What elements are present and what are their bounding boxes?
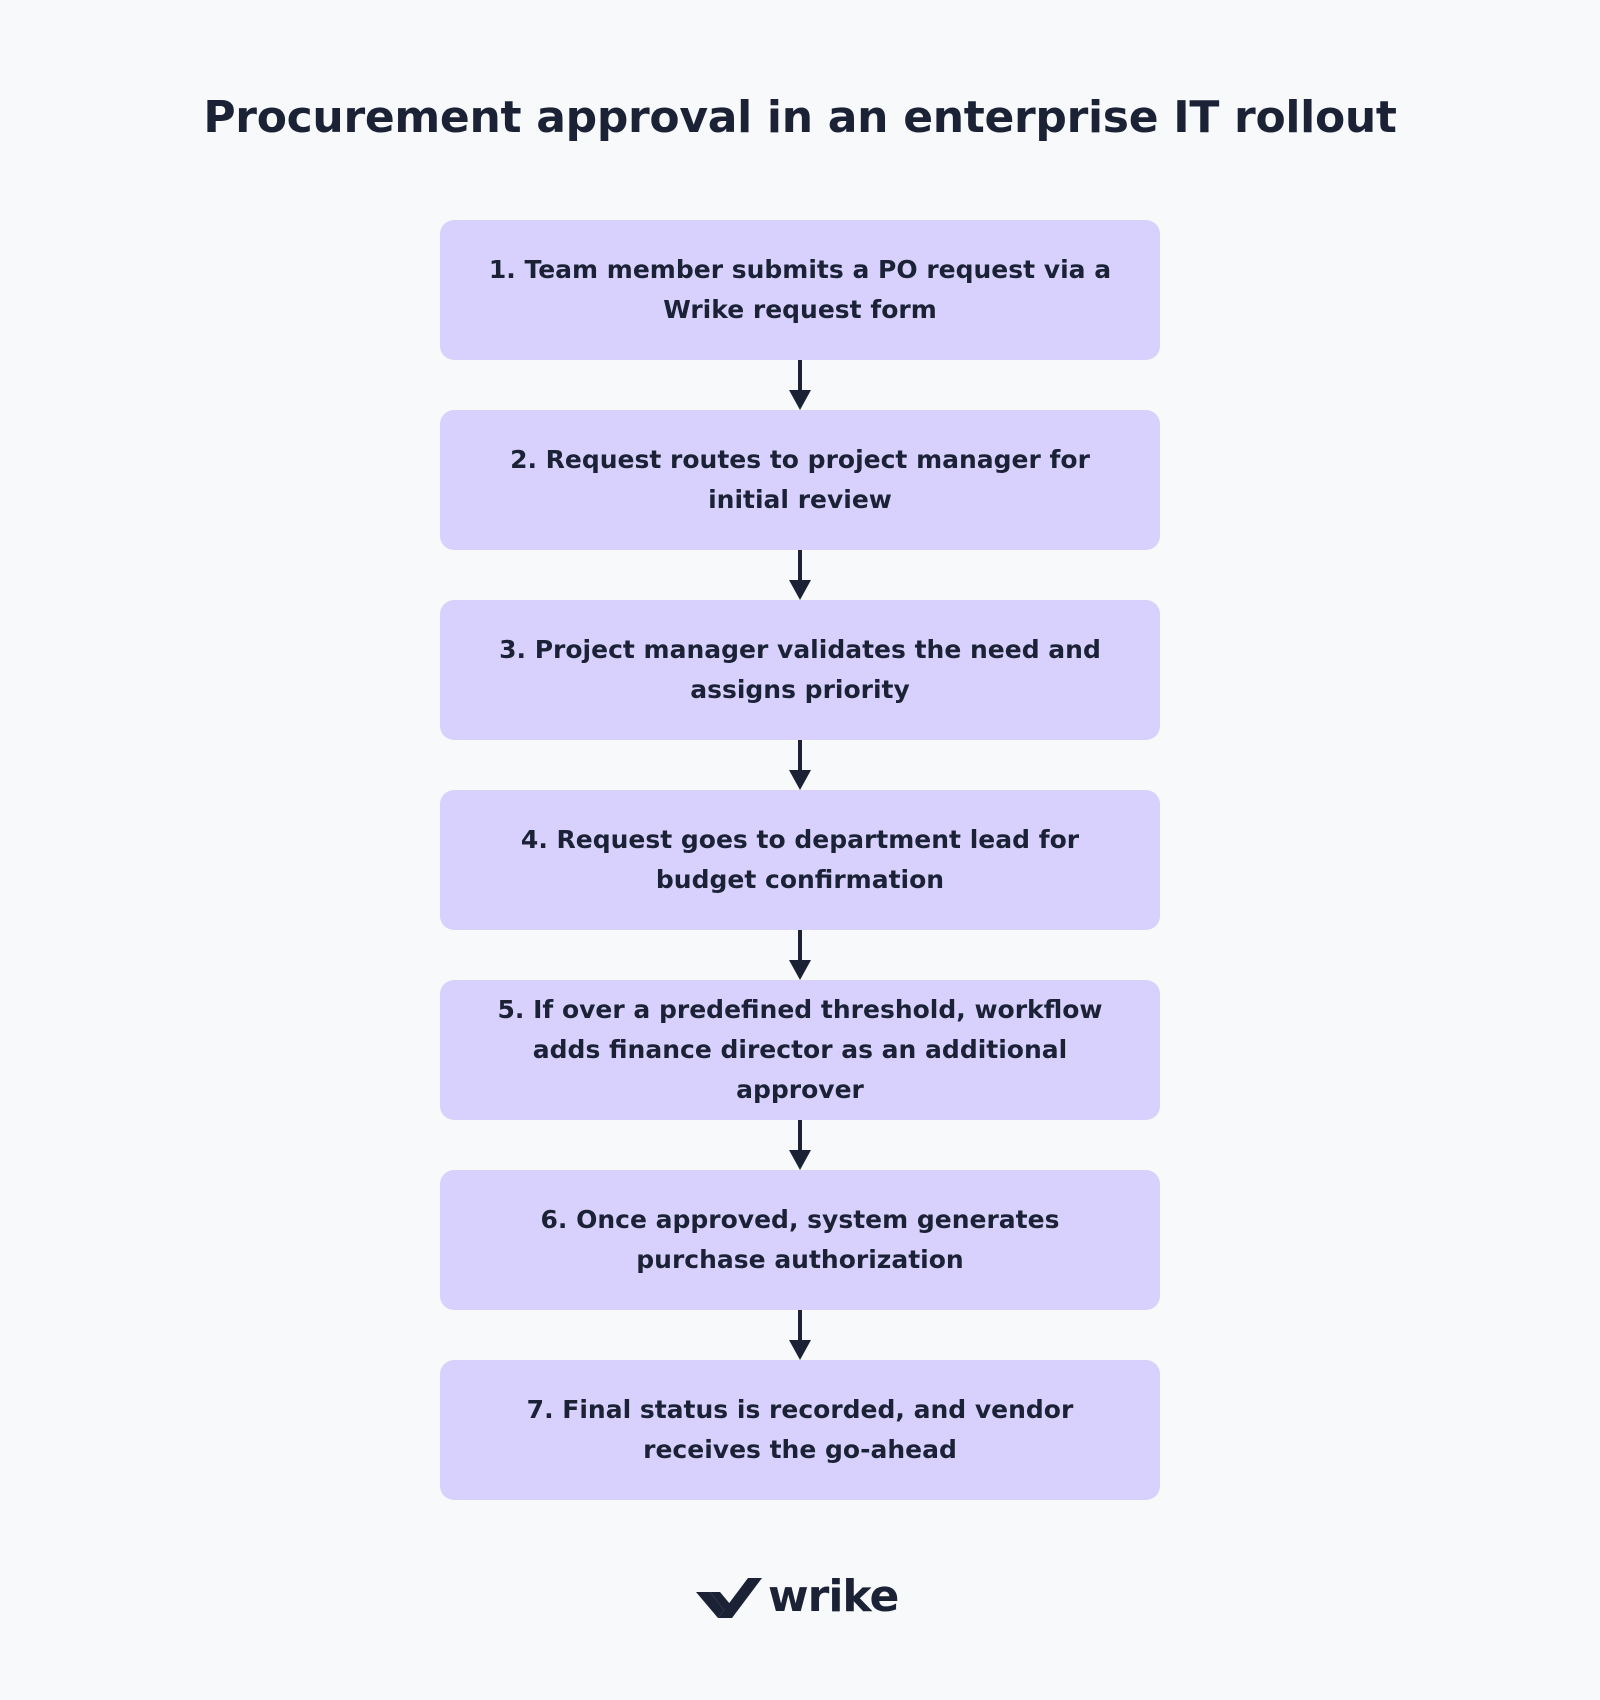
arrow-down-icon <box>440 1120 1160 1170</box>
wrike-checkmark-icon <box>696 1578 762 1618</box>
step-label: 6. Once approved, system generates purch… <box>540 1205 1060 1274</box>
arrow-down-icon <box>440 550 1160 600</box>
flowchart: 1. Team member submits a PO request via … <box>440 220 1160 1500</box>
step-box-1: 1. Team member submits a PO request via … <box>440 220 1160 360</box>
step-box-5: 5. If over a predefined threshold, workf… <box>440 980 1160 1120</box>
arrow-down-icon <box>440 930 1160 980</box>
step-label: 4. Request goes to department lead for b… <box>520 825 1080 894</box>
step-box-4: 4. Request goes to department lead for b… <box>440 790 1160 930</box>
wrike-wordmark: wrike <box>768 1571 899 1622</box>
arrow-down-icon <box>440 360 1160 410</box>
step-label: 5. If over a predefined threshold, workf… <box>497 995 1103 1104</box>
arrow-down-icon <box>440 740 1160 790</box>
step-box-2: 2. Request routes to project manager for… <box>440 410 1160 550</box>
step-box-7: 7. Final status is recorded, and vendor … <box>440 1360 1160 1500</box>
step-label: 3. Project manager validates the need an… <box>499 635 1101 704</box>
step-box-3: 3. Project manager validates the need an… <box>440 600 1160 740</box>
step-box-6: 6. Once approved, system generates purch… <box>440 1170 1160 1310</box>
step-label: 7. Final status is recorded, and vendor … <box>526 1395 1074 1464</box>
arrow-down-icon <box>440 1310 1160 1360</box>
step-label: 1. Team member submits a PO request via … <box>488 255 1112 324</box>
diagram-title: Procurement approval in an enterprise IT… <box>203 92 1397 143</box>
wrike-logo: wrike <box>696 1571 899 1622</box>
step-label: 2. Request routes to project manager for… <box>510 445 1090 514</box>
